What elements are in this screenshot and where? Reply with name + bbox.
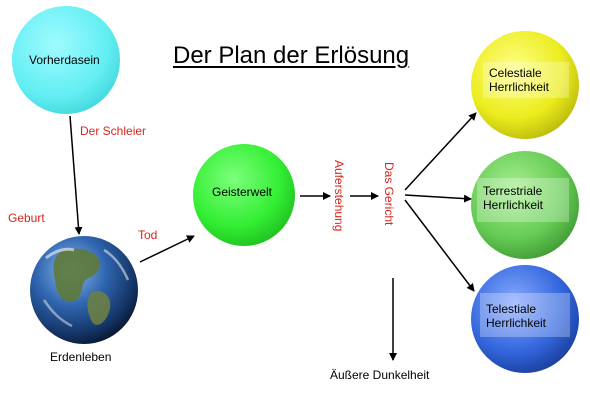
celestial-label-box (483, 62, 569, 98)
earth-globe (30, 236, 138, 344)
geisterwelt-circle (193, 144, 295, 246)
vorherdasein-label: Vorherdasein (29, 53, 100, 67)
arrow-to-telestial (404, 199, 475, 292)
arrow-erdenleben-geisterwelt (139, 235, 195, 263)
edge-label-schleier: Der Schleier (80, 124, 147, 138)
geisterwelt-label: Geisterwelt (212, 185, 273, 199)
telestial-circle (471, 265, 579, 373)
celestial-label-line1: Celestiale (489, 66, 542, 80)
arrow-to-terrestrial (404, 194, 472, 203)
edge-label-gericht: Das Gericht (382, 162, 396, 226)
edge-label-tod: Tod (138, 228, 158, 242)
erdenleben-label: Erdenleben (50, 350, 112, 364)
arrow-vorherdasein-erdenleben (69, 115, 83, 235)
celestial-circle (471, 31, 579, 139)
celestial-label: Celestiale Herrlichkeit (489, 66, 549, 94)
diagram-title: Der Plan der Erlösung (173, 42, 410, 69)
edge-label-geburt: Geburt (8, 211, 45, 225)
telestial-label-line1: Telestiale (486, 302, 537, 316)
edge-label-auferstehung: Auferstehung (332, 160, 346, 232)
dunkelheit-label: Äußere Dunkelheit (330, 368, 430, 382)
terrestrial-label-box (477, 178, 569, 222)
vorherdasein-circle (12, 6, 120, 114)
telestial-label-line2: Herrlichkeit (486, 316, 547, 330)
arrow-to-celestial (404, 112, 477, 191)
celestial-label-line2: Herrlichkeit (489, 80, 550, 94)
terrestrial-label-line2: Herrlichkeit (483, 198, 544, 212)
terrestrial-label-line1: Terrestriale (483, 184, 543, 198)
terrestrial-label: Terrestriale Herrlichkeit (483, 184, 543, 212)
telestial-label: Telestiale Herrlichkeit (486, 302, 546, 330)
telestial-label-box (480, 293, 570, 337)
terrestrial-circle (471, 151, 579, 259)
